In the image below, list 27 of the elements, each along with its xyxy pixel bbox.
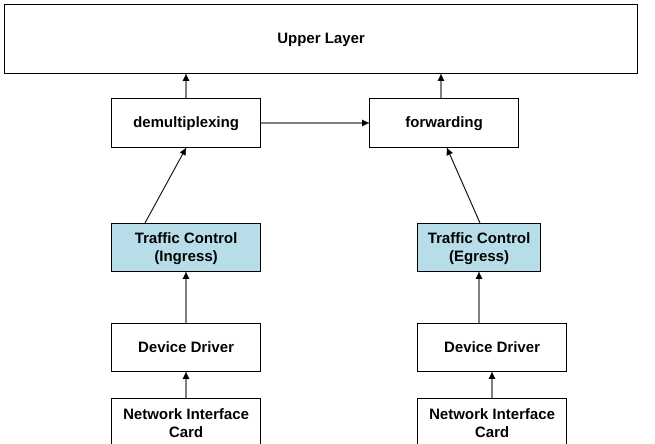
process-box	[369, 98, 519, 148]
process-box	[417, 398, 567, 444]
process-box	[111, 398, 261, 444]
arrow	[488, 372, 496, 398]
box-label: Upper Layer	[276, 30, 366, 48]
arrow	[260, 120, 370, 126]
traffic-control-box	[111, 223, 261, 272]
arrow	[476, 272, 482, 324]
box-label: Traffic Control (Egress)	[426, 230, 532, 266]
box-label: Device Driver	[443, 338, 541, 356]
box-label: Network Interface Card	[428, 406, 556, 442]
arrow	[144, 148, 186, 224]
process-box	[111, 98, 261, 148]
box-label: forwarding	[404, 114, 484, 132]
arrow	[438, 74, 444, 98]
arrow	[182, 272, 190, 324]
arrow	[182, 372, 190, 398]
arrow	[446, 148, 480, 224]
box-label: demultiplexing	[132, 114, 240, 132]
process-box	[417, 323, 567, 372]
box-label: Device Driver	[137, 338, 235, 356]
process-box	[111, 323, 261, 372]
traffic-control-box	[417, 223, 541, 272]
arrow	[182, 74, 190, 98]
box-label: Network Interface Card	[122, 406, 250, 442]
box-label: Traffic Control (Ingress)	[134, 230, 238, 266]
process-box	[4, 4, 638, 74]
